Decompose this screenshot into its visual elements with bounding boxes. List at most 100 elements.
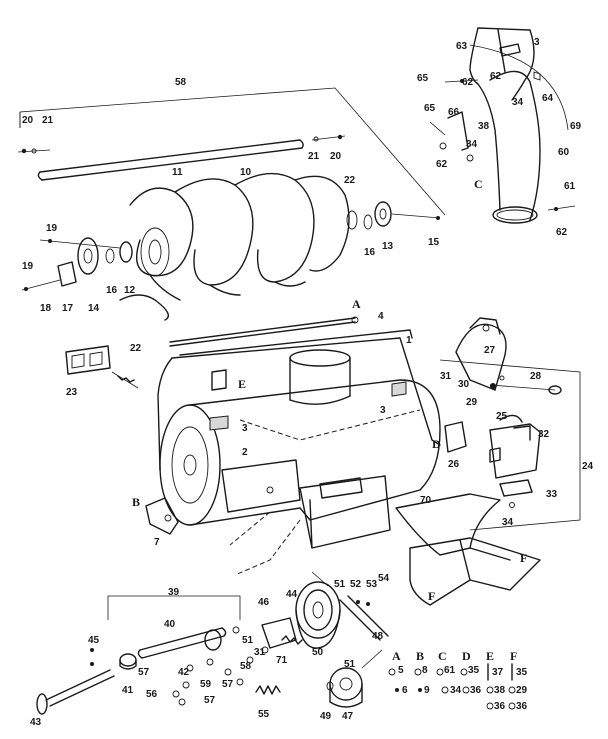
key-letter-C: C (438, 649, 447, 663)
callout-31: 31 (440, 371, 452, 382)
callout-46: 46 (258, 597, 270, 608)
key-letter-E: E (486, 649, 495, 663)
auger-housing (157, 329, 441, 549)
callout-34: 34 (466, 139, 478, 150)
callout-C: C (474, 177, 483, 191)
callout-A: A (352, 297, 361, 311)
callout-55: 55 (258, 709, 270, 720)
key-part: 37 (492, 667, 504, 678)
callout-70: 70 (420, 495, 432, 506)
callout-34: 34 (502, 517, 514, 528)
callout-60: 60 (558, 147, 570, 158)
callout-59: 59 (200, 679, 212, 690)
callout-22: 22 (130, 343, 142, 354)
callout-56: 56 (146, 689, 158, 700)
callout-62: 62 (436, 159, 448, 170)
callout-49: 49 (320, 711, 332, 722)
key-letter-F: F (510, 649, 518, 663)
key-letter-A: A (392, 649, 401, 663)
callout-2: 2 (242, 447, 248, 458)
callout-38: 38 (478, 121, 490, 132)
callout-34: 34 (512, 97, 524, 108)
callout-16: 16 (364, 247, 376, 258)
key-part: 8 (422, 665, 428, 676)
callout-62: 62 (490, 71, 502, 82)
key-part: 35 (468, 665, 480, 676)
callout-F: F (428, 589, 436, 603)
callout-4: 4 (378, 311, 384, 322)
callout-27: 27 (484, 345, 496, 356)
key-letter-D: D (462, 649, 471, 663)
callout-10: 10 (240, 167, 252, 178)
key-letter-B: B (416, 649, 425, 663)
key-part: 6 (402, 685, 408, 696)
callout-61: 61 (564, 181, 576, 192)
callout-39: 39 (168, 587, 180, 598)
key-part: 34 (450, 685, 462, 696)
callout-12: 12 (124, 285, 136, 296)
callout-31: 31 (254, 647, 266, 658)
callout-57: 57 (204, 695, 216, 706)
callout-19: 19 (46, 223, 58, 234)
key-part: 35 (516, 667, 528, 678)
auger-spiral (119, 172, 350, 321)
callout-21: 21 (308, 151, 320, 162)
callout-17: 17 (62, 303, 74, 314)
callout-71: 71 (276, 655, 288, 666)
callout-29: 29 (466, 397, 478, 408)
callout-63: 63 (456, 41, 468, 52)
callout-14: 14 (88, 303, 100, 314)
callout-7: 7 (154, 537, 160, 548)
callout-65: 65 (417, 73, 429, 84)
callout-15: 15 (428, 237, 440, 248)
callout-45: 45 (88, 635, 100, 646)
key-part: 36 (470, 685, 482, 696)
drive-pulley (295, 581, 341, 649)
key-part: 38 (494, 685, 506, 696)
callout-E: E (238, 377, 247, 391)
callout-3: 3 (242, 423, 248, 434)
callout-13: 13 (382, 241, 394, 252)
callout-40: 40 (164, 619, 176, 630)
callout-50: 50 (312, 647, 324, 658)
callout-57: 57 (138, 667, 150, 678)
callout-41: 41 (122, 685, 134, 696)
callout-48: 48 (372, 631, 384, 642)
callout-21: 21 (42, 115, 54, 126)
callout-3: 3 (380, 405, 386, 416)
callout-30: 30 (458, 379, 470, 390)
callout-B: B (132, 495, 141, 509)
callout-69: 69 (570, 121, 582, 132)
key-part: 5 (398, 665, 404, 676)
callout-58: 58 (240, 661, 252, 672)
callout-62: 62 (556, 227, 568, 238)
callout-33: 33 (546, 489, 558, 500)
callout-23: 23 (66, 387, 78, 398)
callout-66: 66 (448, 107, 460, 118)
key-part: 36 (494, 701, 506, 712)
callout-16: 16 (106, 285, 118, 296)
callout-42: 42 (178, 667, 190, 678)
callout-53: 53 (366, 579, 378, 590)
callout-65: 65 (424, 103, 436, 114)
callout-47: 47 (342, 711, 354, 722)
callout-51: 51 (242, 635, 254, 646)
callout-51: 51 (334, 579, 346, 590)
callout-25: 25 (496, 411, 508, 422)
callout-1: 1 (406, 335, 412, 346)
callout-F: F (520, 551, 528, 565)
callout-3: 3 (534, 37, 540, 48)
callout-22: 22 (344, 175, 356, 186)
callout-20: 20 (330, 151, 342, 162)
scraper-skids (395, 493, 541, 606)
callout-D: D (432, 437, 441, 451)
callout-18: 18 (40, 303, 52, 314)
callout-32: 32 (538, 429, 550, 440)
callout-19: 19 (22, 261, 34, 272)
key-part: 36 (516, 701, 528, 712)
callout-58: 58 (175, 77, 187, 88)
auger-shaft (37, 139, 304, 181)
callout-64: 64 (542, 93, 554, 104)
